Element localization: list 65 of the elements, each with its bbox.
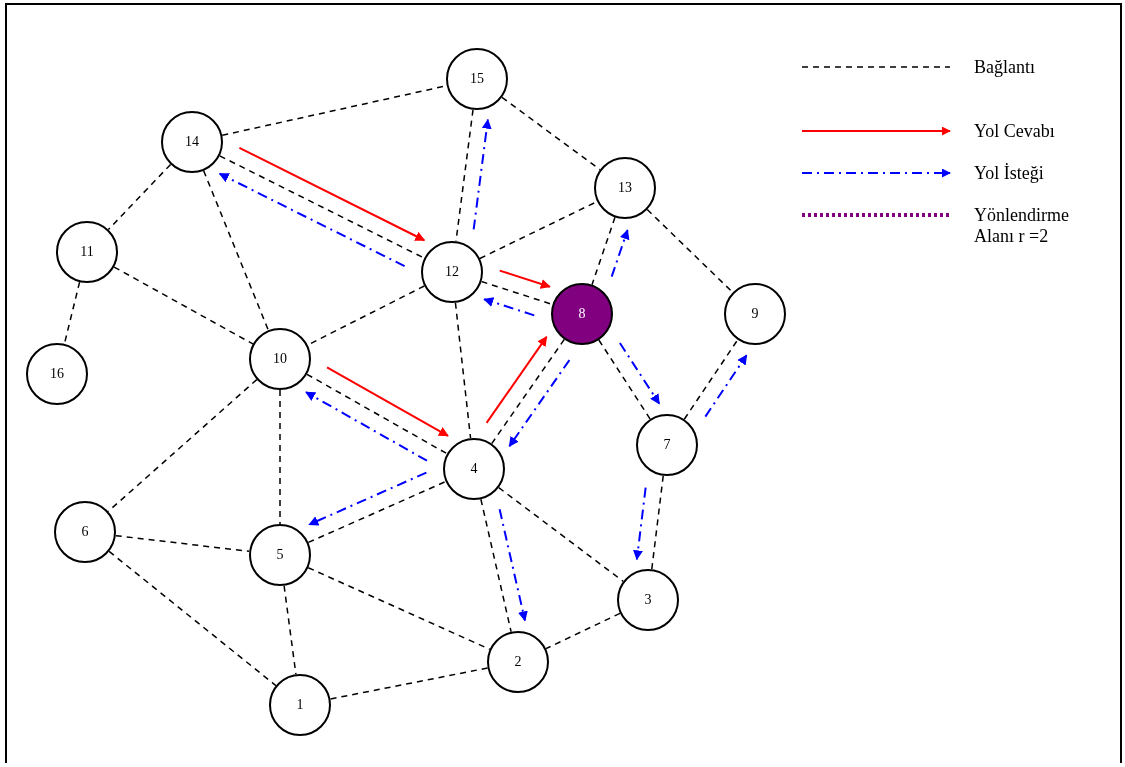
arrow xyxy=(326,366,449,437)
arrow xyxy=(704,354,748,418)
connection-line xyxy=(480,498,512,633)
legend-label: Bağlantı xyxy=(974,57,1036,78)
connection-line xyxy=(454,302,472,439)
arrow xyxy=(485,335,548,424)
node-number: 9 xyxy=(751,307,759,321)
arrow xyxy=(218,172,406,268)
connection-line xyxy=(108,550,277,687)
node-number: 8 xyxy=(578,307,586,321)
node-number: 14 xyxy=(185,135,199,149)
connection-line xyxy=(283,585,297,675)
arrow xyxy=(633,486,647,561)
network-node-circle xyxy=(421,241,483,303)
legend-label: Yol İsteği xyxy=(974,163,1045,184)
arrow xyxy=(238,146,426,242)
connection-line xyxy=(307,480,447,544)
arrow xyxy=(618,342,661,405)
node-number: 11 xyxy=(80,245,94,259)
network-node-circle xyxy=(56,221,118,283)
connection-line xyxy=(498,486,624,583)
network-node-circle xyxy=(54,501,116,563)
node-number: 16 xyxy=(50,367,64,381)
node-number: 10 xyxy=(273,352,287,366)
node-number: 1 xyxy=(296,698,304,712)
connection-line xyxy=(219,155,425,259)
node-number: 15 xyxy=(470,72,484,86)
arrow xyxy=(483,297,536,317)
connection-line xyxy=(683,339,739,420)
node-number: 5 xyxy=(276,548,284,562)
network-node-circle xyxy=(594,157,656,219)
network-node-circle xyxy=(443,438,505,500)
network-node-circle xyxy=(487,631,549,693)
arrow xyxy=(472,118,492,231)
connection-line xyxy=(306,373,448,455)
arrow xyxy=(498,508,528,622)
connection-line xyxy=(115,534,250,553)
node-number: 4 xyxy=(470,462,478,476)
connection-line xyxy=(490,338,566,445)
network-node-circle xyxy=(161,111,223,173)
arrow xyxy=(305,391,428,462)
network-node-circle xyxy=(724,283,786,345)
connection-line xyxy=(329,667,489,700)
network-node-circle xyxy=(249,524,311,586)
node-number: 12 xyxy=(445,265,459,279)
legend-label: Yol Cevabı xyxy=(974,121,1056,142)
node-number: 13 xyxy=(618,181,632,195)
node-number: 3 xyxy=(644,593,652,607)
connection-line xyxy=(279,389,281,525)
legend-label: Yönlendirme Alanı r =2 xyxy=(974,205,1070,247)
connection-line xyxy=(591,216,616,286)
network-node-circle xyxy=(249,328,311,390)
connection-line xyxy=(545,612,621,650)
connection-line xyxy=(113,266,254,345)
arrow xyxy=(610,229,630,278)
connection-line xyxy=(598,339,651,420)
connection-line xyxy=(651,475,664,570)
connection-line xyxy=(202,170,270,331)
arrow xyxy=(498,269,551,289)
node-number: 6 xyxy=(81,525,89,539)
connection-line xyxy=(107,163,172,231)
arrow xyxy=(508,359,571,448)
node-number: 7 xyxy=(663,438,671,452)
arrow xyxy=(308,471,428,526)
node-number: 2 xyxy=(514,655,522,669)
